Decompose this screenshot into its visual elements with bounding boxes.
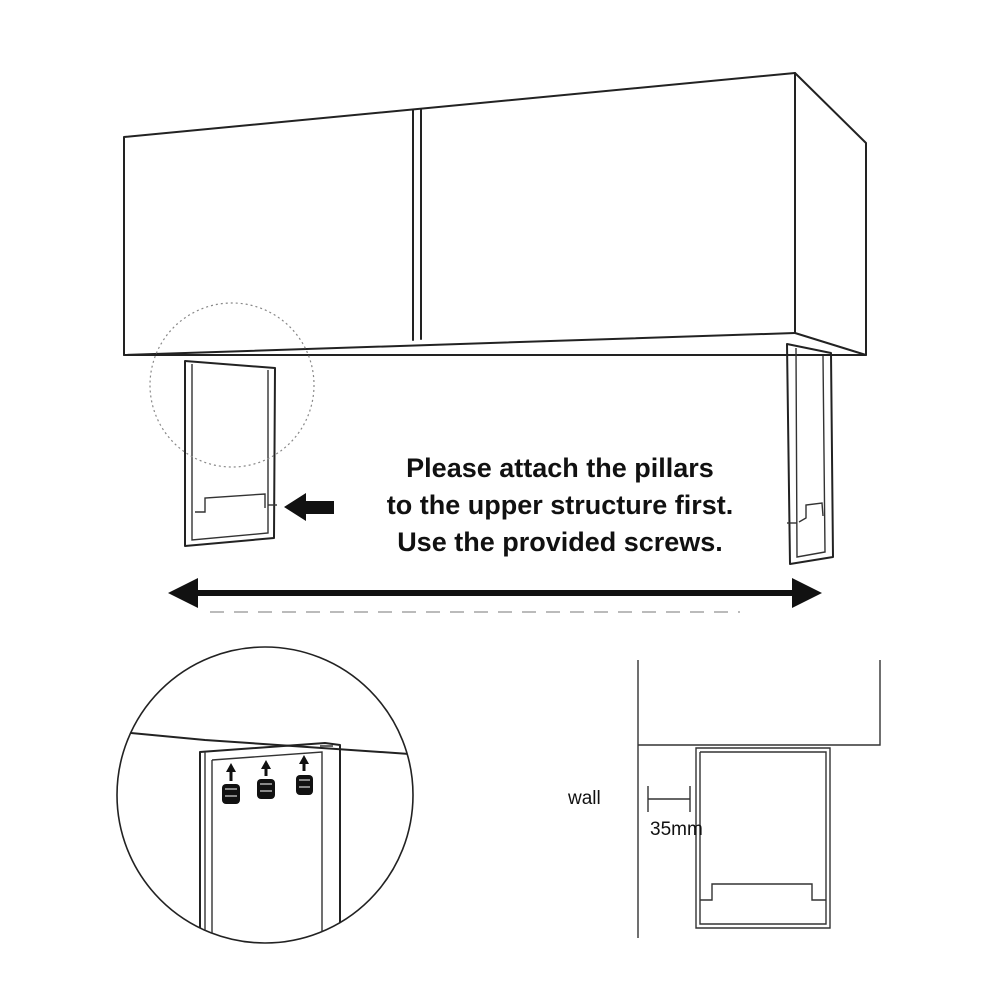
side-view	[637, 660, 881, 938]
screw-icon	[296, 755, 313, 795]
upper-cabinet	[123, 72, 867, 356]
instruction-line-3: Use the provided screws.	[397, 527, 723, 557]
zoom-circle-marker	[149, 302, 315, 468]
gap-dimension-label: 35mm	[650, 819, 703, 840]
instruction-line-2: to the upper structure first.	[386, 490, 734, 520]
detail-view	[116, 646, 414, 944]
screw-icon	[222, 763, 240, 804]
screw-icon	[257, 760, 275, 799]
instruction-text: Please attach the pillars to the upper s…	[330, 450, 790, 561]
wall-label: wall	[568, 788, 601, 809]
double-arrow-icon	[168, 578, 822, 608]
left-arrow-icon	[284, 493, 334, 521]
instruction-line-1: Please attach the pillars	[406, 453, 714, 483]
left-pillar	[184, 360, 277, 547]
right-pillar	[786, 343, 834, 565]
